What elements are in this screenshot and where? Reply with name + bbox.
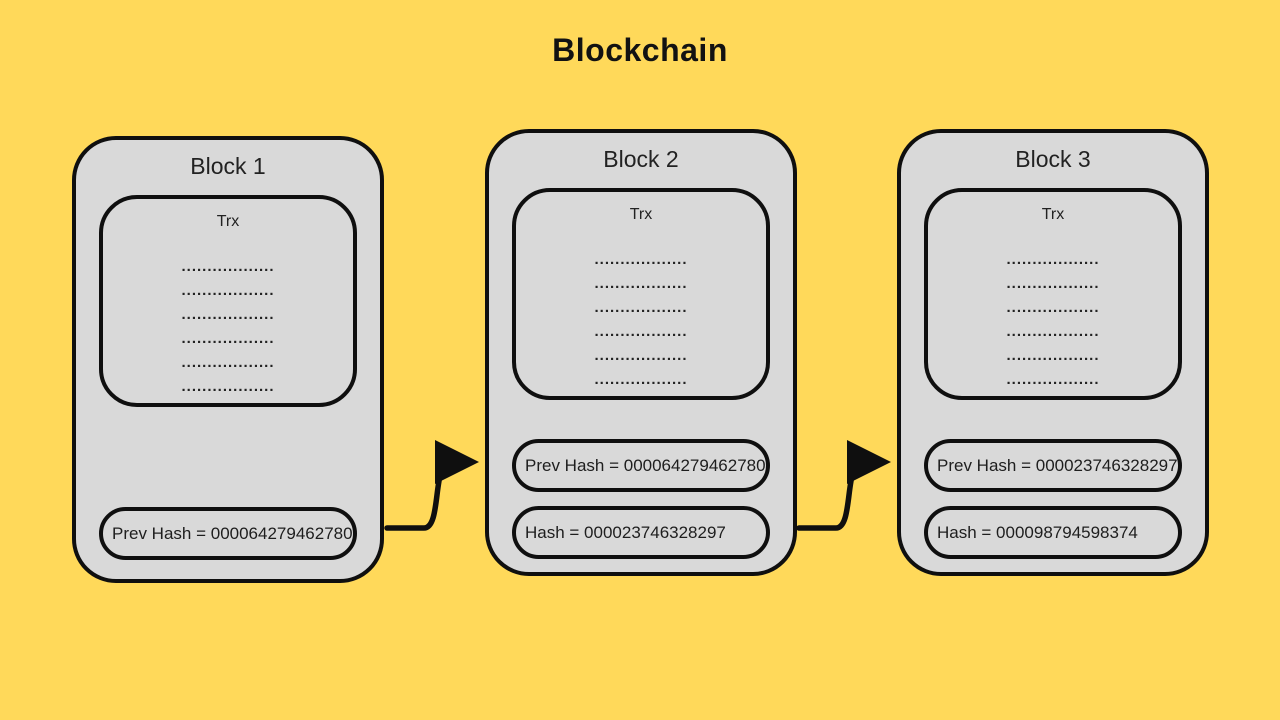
- trx-dotted-row: ..................: [1006, 275, 1100, 292]
- trx-dotted-row: ..................: [1006, 323, 1100, 340]
- block-2-trx-box: Trx .................. .................…: [512, 188, 770, 400]
- hash-label: Hash = 000023746328297: [525, 522, 726, 542]
- prev-hash-label: Prev Hash = 000064279462780: [525, 455, 766, 475]
- trx-rows: .................. .................. ..…: [103, 255, 353, 399]
- trx-dotted-row: ..................: [181, 306, 275, 323]
- trx-dotted-row: ..................: [1006, 347, 1100, 364]
- block-3-prev-hash-pill: Prev Hash = 000023746328297: [924, 439, 1182, 492]
- block-1-title: Block 1: [190, 153, 266, 179]
- trx-dotted-row: ..................: [1006, 299, 1100, 316]
- trx-label: Trx: [216, 213, 240, 230]
- prev-hash-label: Prev Hash = 000064279462780: [112, 523, 353, 543]
- trx-dotted-row: ..................: [594, 323, 688, 340]
- block-2: Block 2 Trx .................. .........…: [485, 129, 797, 576]
- block-2-prev-hash-pill: Prev Hash = 000064279462780: [512, 439, 770, 492]
- trx-dotted-row: ..................: [1006, 371, 1100, 388]
- trx-dotted-row: ..................: [1006, 251, 1100, 268]
- trx-dotted-row: ..................: [594, 275, 688, 292]
- block-2-hash-pill: Hash = 000023746328297: [512, 506, 770, 559]
- curved-arrow-icon: [384, 440, 479, 531]
- hash-label: Hash = 000098794598374: [937, 522, 1138, 542]
- trx-dotted-row: ..................: [181, 330, 275, 347]
- block-3-title: Block 3: [1015, 146, 1091, 172]
- trx-label: Trx: [1041, 206, 1065, 223]
- trx-rows: .................. .................. ..…: [516, 248, 766, 392]
- block-1-trx-box: Trx .................. .................…: [99, 195, 357, 407]
- block-1: Block 1 Trx .................. .........…: [72, 136, 384, 583]
- trx-dotted-row: ..................: [181, 282, 275, 299]
- trx-dotted-row: ..................: [594, 347, 688, 364]
- trx-dotted-row: ..................: [594, 251, 688, 268]
- trx-dotted-row: ..................: [181, 378, 275, 395]
- prev-hash-label: Prev Hash = 000023746328297: [937, 455, 1178, 475]
- trx-label: Trx: [629, 206, 653, 223]
- block-2-title: Block 2: [603, 146, 679, 172]
- trx-dotted-row: ..................: [594, 299, 688, 316]
- curved-arrow-icon: [796, 440, 891, 531]
- block-3-hash-pill: Hash = 000098794598374: [924, 506, 1182, 559]
- trx-rows: .................. .................. ..…: [928, 248, 1178, 392]
- block-1-prev-hash-pill: Prev Hash = 000064279462780: [99, 507, 357, 560]
- trx-dotted-row: ..................: [181, 258, 275, 275]
- trx-dotted-row: ..................: [181, 354, 275, 371]
- block-3: Block 3 Trx .................. .........…: [897, 129, 1209, 576]
- page-title: Blockchain: [552, 32, 728, 68]
- trx-dotted-row: ..................: [594, 371, 688, 388]
- block-3-trx-box: Trx .................. .................…: [924, 188, 1182, 400]
